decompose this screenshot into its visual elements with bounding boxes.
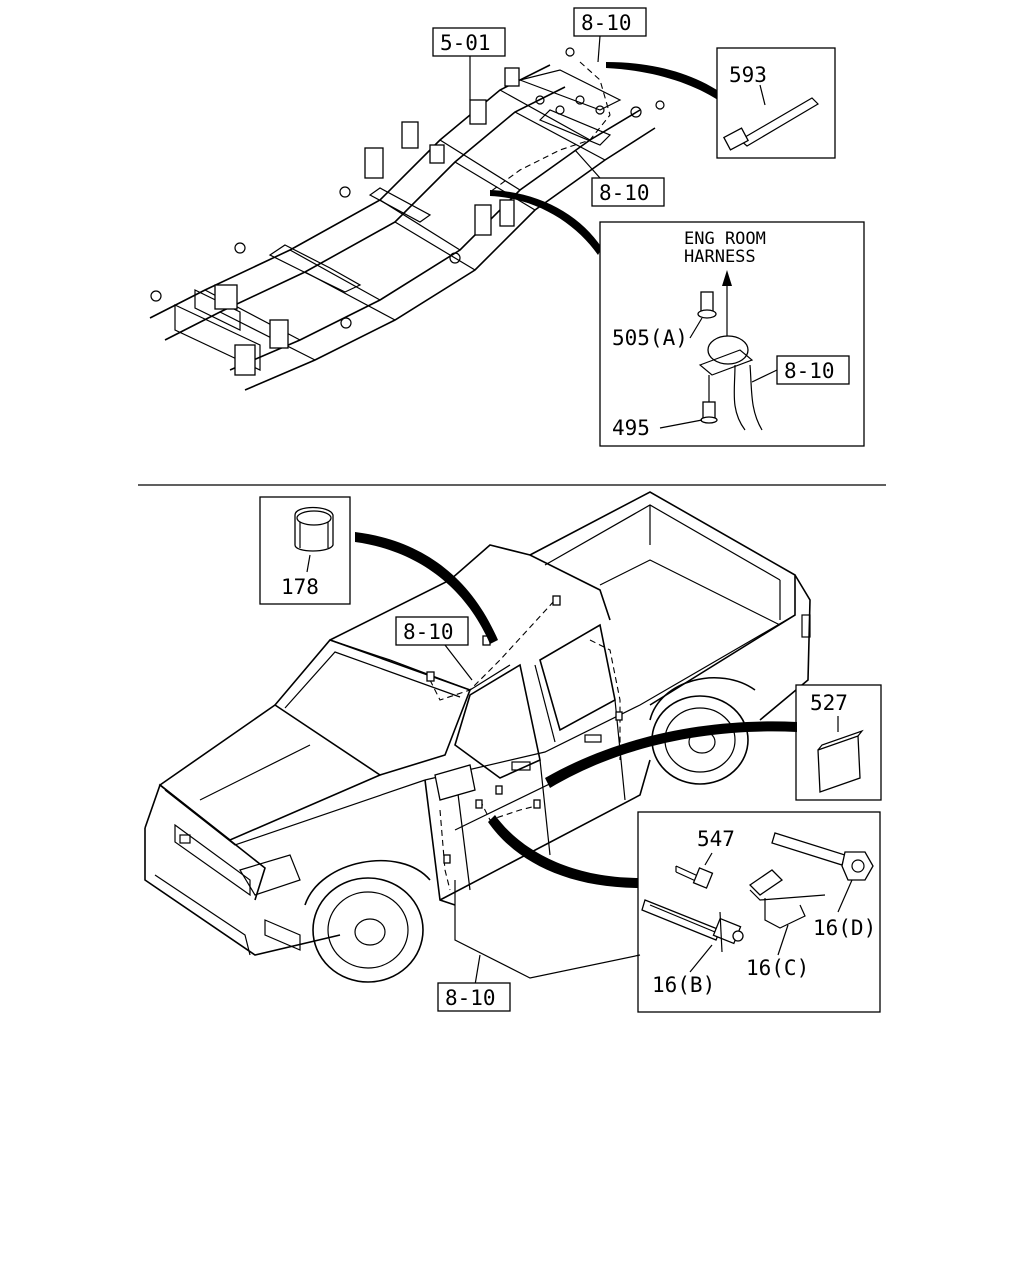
leader-arrow [488, 815, 640, 888]
part-593-label: 593 [729, 63, 767, 87]
ref-box-5-01: 5-01 [432, 27, 506, 100]
chassis-frame [149, 47, 665, 391]
harness-text: HARNESS [684, 247, 756, 267]
part-547-label: 547 [697, 827, 735, 851]
ref-label-8-10-mid: 8-10 [599, 181, 650, 205]
ref-label-8-10-bottom: 8-10 [445, 986, 496, 1010]
ref-label-5-01: 5-01 [440, 31, 491, 55]
part-527-label: 527 [810, 691, 848, 715]
leader-arrow [490, 190, 602, 255]
part-505a-label: 505(A) [612, 326, 688, 350]
eng-room-text: ENG ROOM [684, 229, 766, 249]
clips-detail: 547 16(B) 16(C) 16(D) [488, 811, 881, 1013]
leader-arrow [606, 62, 720, 100]
ref-box-8-10-roof: 8-10 [395, 616, 473, 681]
part-593-callout: 593 [606, 47, 836, 159]
pickup-truck [144, 491, 811, 983]
part-178-label: 178 [281, 575, 319, 599]
part-178-callout: 178 [259, 496, 498, 644]
part-16b-label: 16(B) [652, 973, 715, 997]
ref-label-8-10-eng: 8-10 [784, 359, 835, 383]
part-495-label: 495 [612, 416, 650, 440]
ref-box-8-10-bottom: 8-10 [437, 880, 641, 1012]
ref-label-8-10-roof: 8-10 [403, 620, 454, 644]
part-16d-label: 16(D) [813, 916, 876, 940]
ref-label-8-10-top: 8-10 [581, 11, 632, 35]
leader-arrow [355, 532, 498, 644]
ref-box-8-10-mid: 8-10 [574, 149, 665, 207]
ref-box-8-10-top: 8-10 [573, 7, 647, 63]
leader-arrow [545, 721, 797, 788]
part-527-callout: 527 [545, 684, 882, 801]
part-16c-label: 16(C) [746, 956, 809, 980]
eng-room-harness-detail: ENG ROOM HARNESS 505(A) 495 8-10 [490, 190, 865, 447]
